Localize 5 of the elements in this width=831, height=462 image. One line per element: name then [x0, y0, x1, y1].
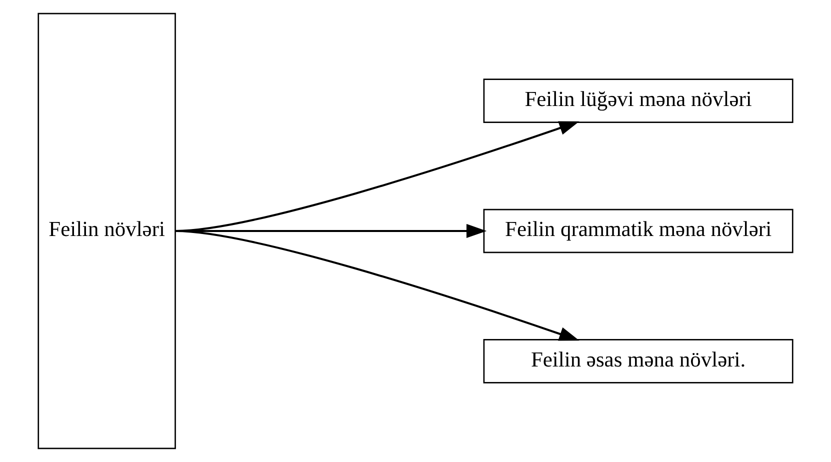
- node-box: Feilin qrammatik məna növləri: [483, 208, 794, 254]
- arrow: [175, 230, 580, 341]
- node-box: Feilin növləri: [38, 12, 176, 450]
- node-box: Feilin əsas məna növləri.: [483, 339, 794, 384]
- node-box: Feilin lüğəvi məna növləri: [483, 78, 794, 123]
